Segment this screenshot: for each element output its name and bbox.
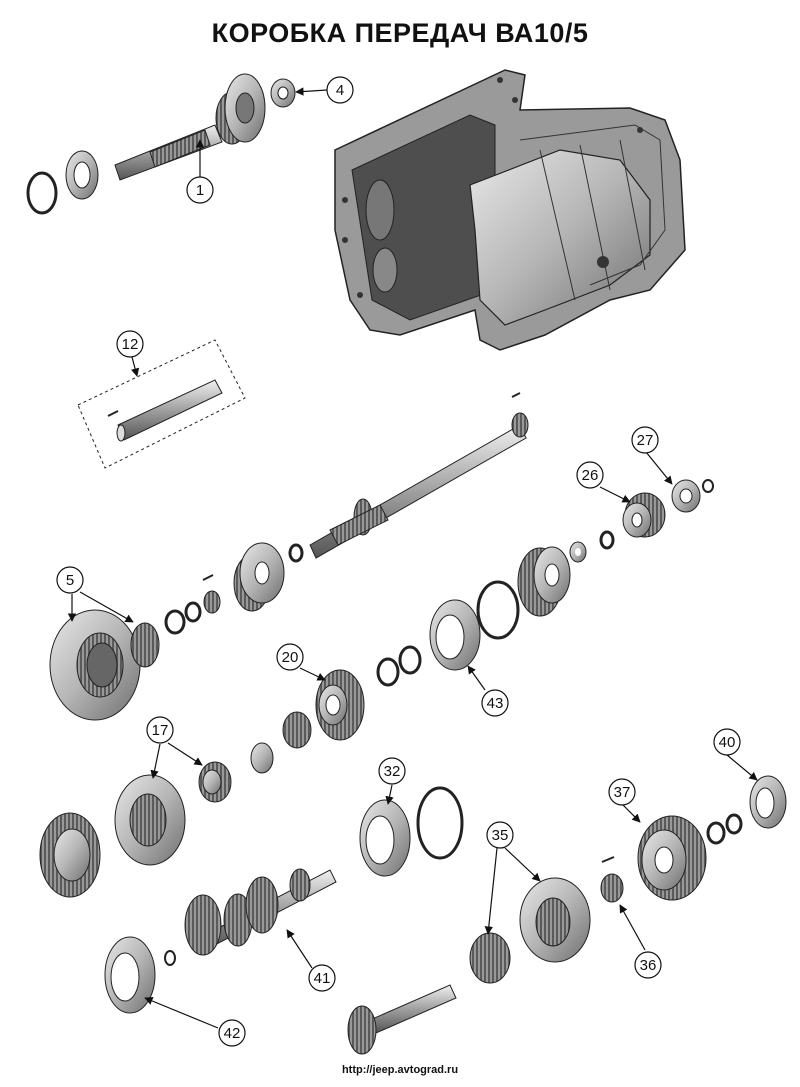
svg-text:35: 35 [492,827,509,844]
callout-4: 4 [326,76,354,104]
countershaft-axle-part-12 [77,339,246,469]
svg-text:20: 20 [282,649,299,666]
gear-group-right [476,479,714,640]
svg-text:41: 41 [314,970,331,987]
callout-43: 43 [481,689,509,717]
main-shaft [309,392,529,559]
svg-text:36: 36 [640,957,657,974]
callout-41: 41 [308,964,336,992]
needle-bearing-part-36 [600,856,624,903]
synchronizer-part-5 [49,542,304,721]
callout-20: 20 [276,643,304,671]
gearbox-housing [334,69,686,351]
leader-lines [67,87,758,1029]
svg-text:27: 27 [637,432,654,449]
svg-text:40: 40 [719,734,736,751]
output-pinion-shaft [347,984,457,1055]
svg-text:1: 1 [196,182,204,199]
source-url: http://jeep.avtograd.ru [341,1064,459,1076]
callout-36: 36 [634,951,662,979]
svg-text:43: 43 [487,695,504,712]
bearing-part-32 [359,786,464,877]
svg-text:12: 12 [122,336,139,353]
gear-part-20 [250,669,365,774]
countershaft-part-41 [164,868,337,966]
bearing-part-40 [749,775,787,829]
callout-40: 40 [713,728,741,756]
callout-35: 35 [486,821,514,849]
callout-26: 26 [576,461,604,489]
page-title: КОРОБКА ПЕРЕДАЧ ВА10/5 [211,18,589,48]
callout-17: 17 [146,716,174,744]
svg-text:32: 32 [384,763,401,780]
svg-text:42: 42 [224,1025,241,1042]
synchronizer-part-17 [39,761,232,898]
svg-text:17: 17 [152,722,169,739]
bearing-part-43 [376,599,481,687]
synchronizer-part-35 [469,877,591,984]
callout-1: 1 [186,176,214,204]
input-shaft [26,73,266,215]
callout-42: 42 [218,1019,246,1047]
callout-12: 12 [116,330,144,358]
gear-part-37 [637,813,743,901]
svg-text:37: 37 [614,784,631,801]
svg-text:5: 5 [66,572,74,589]
callout-27: 27 [631,426,659,454]
bearing-part-42 [104,936,156,1014]
callout-32: 32 [378,757,406,785]
svg-text:26: 26 [582,467,599,484]
callout-5: 5 [56,566,84,594]
callout-37: 37 [608,778,636,806]
svg-text:4: 4 [336,82,344,99]
bearing-part-4 [270,78,296,108]
